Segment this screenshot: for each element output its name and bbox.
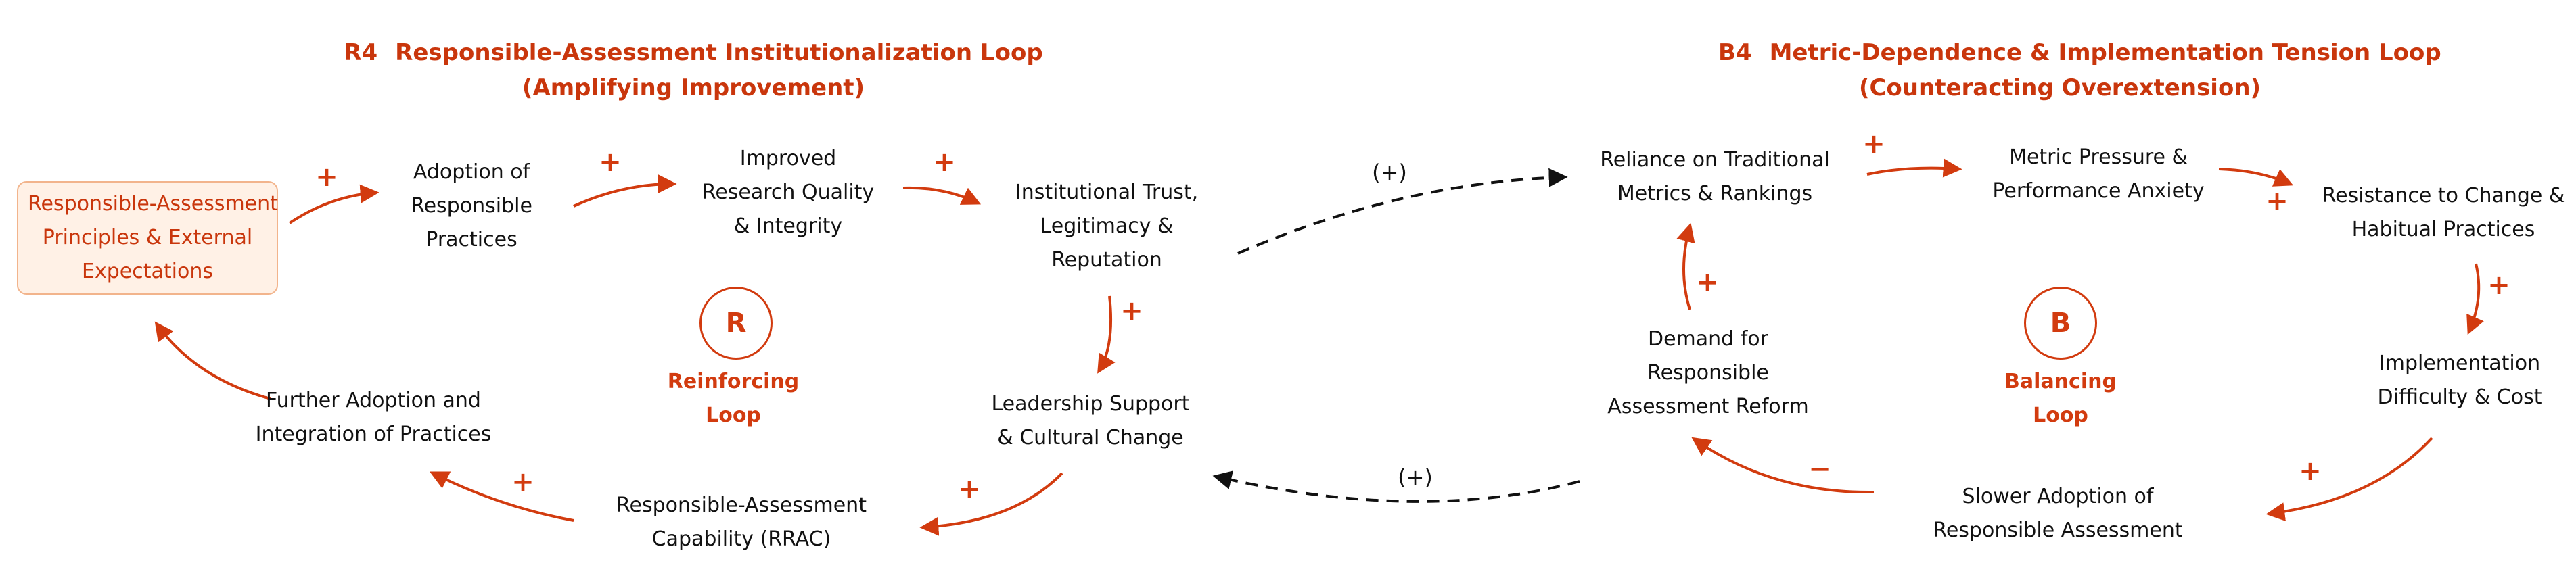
node-demand: Demand for Responsible Assessment Reform <box>1607 322 1808 424</box>
arrow-principles-to-adoption <box>288 184 380 224</box>
node-principles-line2: Principles & External <box>42 226 253 249</box>
b-type-line2: Loop <box>2033 404 2088 427</box>
b4-title-text: Metric-Dependence & Implementation Tensi… <box>1769 39 2441 66</box>
polarity-trust-reliance: (+) <box>1372 160 1407 185</box>
polarity-difficulty-slower: + <box>2299 456 2322 487</box>
node-trust-line2: Legitimacy & <box>1040 214 1174 238</box>
r-type-line2: Loop <box>706 404 761 427</box>
node-adoption: Adoption of Responsible Practices <box>411 155 532 257</box>
node-quality-line3: & Integrity <box>733 214 843 238</box>
arrow-demand-to-reliance <box>1676 222 1695 310</box>
node-adoption-line3: Practices <box>426 228 518 251</box>
node-leadership-line2: & Cultural Change <box>997 426 1184 450</box>
arrow-trust-to-leadership <box>1097 295 1116 374</box>
polarity-principles-adoption: + <box>315 162 338 193</box>
polarity-demand-reliance: + <box>1696 267 1719 298</box>
reinforcing-loop-symbol: R <box>699 287 773 360</box>
node-adoption-line2: Responsible <box>411 194 532 218</box>
node-principles-line1: Responsible-Assessment <box>28 192 278 216</box>
node-reliance-line2: Metrics & Rankings <box>1617 182 1813 206</box>
r4-tag: R4 <box>344 39 378 66</box>
r-symbol-text: R <box>725 308 747 339</box>
arrow-rrac-to-further <box>429 471 574 522</box>
balancing-loop-symbol: B <box>2024 287 2097 360</box>
node-slower-line1: Slower Adoption of <box>1962 485 2154 508</box>
reinforcing-loop-label: Reinforcing Loop <box>668 365 799 433</box>
polarity-rrac-further: + <box>511 466 534 498</box>
node-resistance-line2: Habitual Practices <box>2351 218 2535 241</box>
b4-subtitle: (Counteracting Overextension) <box>1858 74 2261 101</box>
node-resistance-line1: Resistance to Change & <box>2322 184 2565 208</box>
polarity-demand-leadership: (+) <box>1398 464 1433 490</box>
arrow-pressure-to-resistance <box>2218 168 2294 187</box>
node-further-line2: Integration of Practices <box>255 422 492 446</box>
polarity-slower-demand: − <box>1808 454 1831 485</box>
arrow-trust-to-reliance <box>1237 168 1568 255</box>
arrow-slower-to-demand <box>1691 437 1874 494</box>
node-resistance: Resistance to Change & Habitual Practice… <box>2322 179 2565 247</box>
arrow-leadership-to-rrac <box>919 472 1063 536</box>
node-demand-line1: Demand for <box>1647 327 1768 351</box>
node-demand-line2: Responsible <box>1647 361 1769 385</box>
node-rrac-line1: Responsible-Assessment <box>616 493 867 517</box>
node-leadership: Leadership Support & Cultural Change <box>991 387 1189 455</box>
r4-loop-title: R4 Responsible-Assessment Institutionaliz… <box>338 35 1049 105</box>
node-trust-line1: Institutional Trust, <box>1015 180 1199 204</box>
arrow-reliance-to-pressure <box>1866 158 1962 178</box>
balancing-loop-label: Balancing Loop <box>2004 365 2117 433</box>
node-slower-line2: Responsible Assessment <box>1933 518 2183 542</box>
arrow-quality-to-trust <box>902 186 982 205</box>
polarity-quality-trust: + <box>933 147 956 178</box>
r4-title-text: Responsible-Assessment Institutionalizat… <box>395 39 1043 66</box>
node-further-line1: Further Adoption and <box>266 389 481 412</box>
polarity-resistance-difficulty: + <box>2487 270 2510 301</box>
node-pressure-line2: Performance Anxiety <box>1992 179 2205 203</box>
polarity-leadership-rrac: + <box>958 474 981 505</box>
node-adoption-line1: Adoption of <box>413 160 530 184</box>
node-rrac: Responsible-Assessment Capability (RRAC) <box>616 489 867 556</box>
arrow-adoption-to-quality <box>573 174 677 208</box>
r4-subtitle: (Amplifying Improvement) <box>522 74 865 101</box>
node-reliance-line1: Reliance on Traditional <box>1600 148 1830 172</box>
node-pressure: Metric Pressure & Performance Anxiety <box>1992 141 2204 208</box>
node-trust-line3: Reputation <box>1051 248 1162 272</box>
node-quality-line2: Research Quality <box>702 180 875 204</box>
node-quality-line1: Improved <box>739 147 837 170</box>
arrow-further-to-principles <box>154 321 271 400</box>
polarity-trust-leadership: + <box>1120 295 1143 327</box>
node-further: Further Adoption and Integration of Prac… <box>256 384 492 452</box>
node-principles: Responsible-Assessment Principles & Exte… <box>17 181 278 295</box>
node-difficulty-line1: Implementation <box>2378 352 2541 375</box>
node-demand-line3: Assessment Reform <box>1607 395 1809 418</box>
node-quality: Improved Research Quality & Integrity <box>702 142 874 243</box>
node-difficulty: Implementation Difficulty & Cost <box>2378 347 2542 414</box>
arrow-resistance-to-difficulty <box>2466 263 2484 335</box>
arrow-difficulty-to-slower <box>2266 437 2433 522</box>
b4-tag: B4 <box>1718 39 1752 66</box>
b-type-line1: Balancing <box>2004 370 2117 393</box>
b-symbol-text: B <box>2050 308 2071 339</box>
node-leadership-line1: Leadership Support <box>991 392 1190 416</box>
node-reliance: Reliance on Traditional Metrics & Rankin… <box>1600 143 1830 211</box>
polarity-reliance-pressure: + <box>1862 128 1885 160</box>
polarity-pressure-resistance: + <box>2266 186 2288 217</box>
node-principles-line3: Expectations <box>82 260 213 283</box>
node-difficulty-line2: Difficulty & Cost <box>2377 385 2542 409</box>
b4-loop-title: B4 Metric-Dependence & Implementation Ten… <box>1718 35 2441 105</box>
node-pressure-line1: Metric Pressure & <box>2009 145 2188 169</box>
node-slower: Slower Adoption of Responsible Assessmen… <box>1933 480 2182 548</box>
polarity-adoption-quality: + <box>599 147 622 178</box>
r-type-line1: Reinforcing <box>667 370 800 393</box>
node-trust: Institutional Trust, Legitimacy & Reputa… <box>1015 176 1198 277</box>
node-rrac-line2: Capability (RRAC) <box>651 527 831 551</box>
arrow-demand-to-leadership <box>1212 470 1580 503</box>
